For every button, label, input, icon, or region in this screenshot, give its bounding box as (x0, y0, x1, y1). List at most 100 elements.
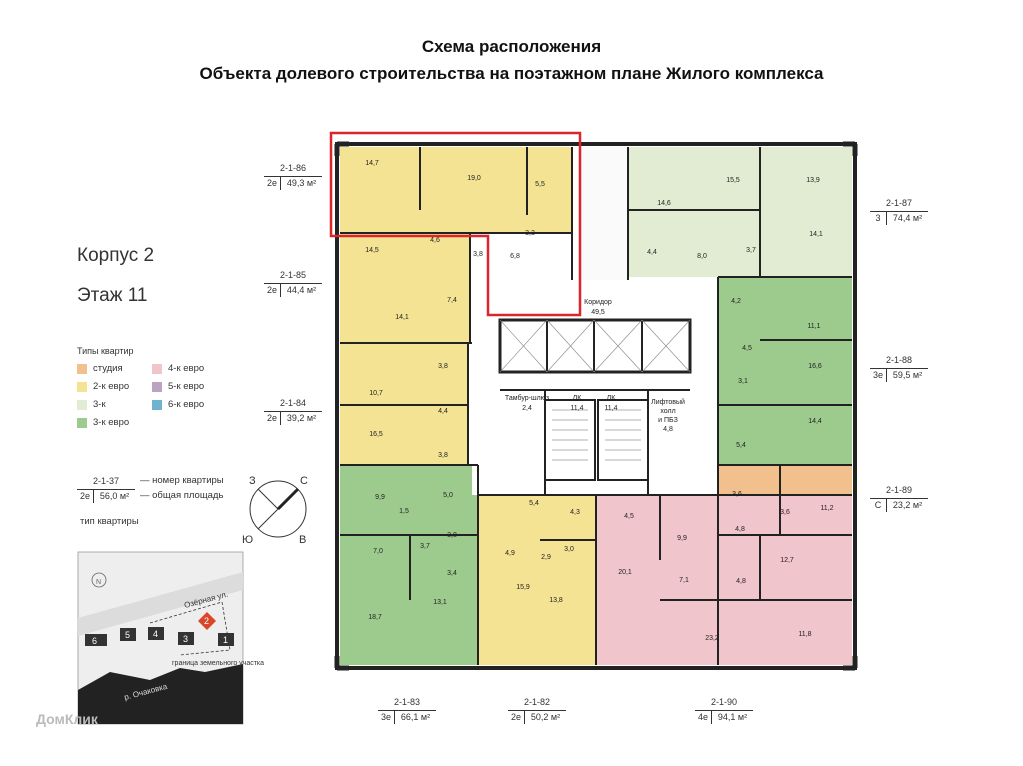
svg-text:холл: холл (660, 408, 675, 415)
svg-text:13,9: 13,9 (806, 177, 820, 184)
apartment-2-1-88 (718, 277, 852, 465)
legend-item-3k: 3-к (77, 399, 106, 410)
svg-text:5,4: 5,4 (736, 442, 746, 449)
svg-text:23,2: 23,2 (705, 635, 719, 642)
svg-text:3,1: 3,1 (738, 378, 748, 385)
apartment-2-1-82 (478, 495, 596, 665)
svg-text:49,5: 49,5 (591, 309, 605, 316)
title-line-2: Объекта долевого строительства на поэтаж… (199, 64, 824, 83)
apartment-2-1-86 (340, 147, 572, 233)
svg-text:18,7: 18,7 (368, 614, 382, 621)
svg-text:3,8: 3,8 (447, 532, 457, 539)
svg-text:3: 3 (183, 634, 188, 644)
svg-text:16,6: 16,6 (808, 363, 822, 370)
svg-text:4,4: 4,4 (438, 408, 448, 415)
svg-text:3,8: 3,8 (438, 363, 448, 370)
svg-text:14,7: 14,7 (365, 160, 379, 167)
svg-text:4,2: 4,2 (731, 298, 741, 305)
svg-text:7,0: 7,0 (373, 548, 383, 555)
svg-text:8,0: 8,0 (697, 253, 707, 260)
svg-text:14,4: 14,4 (808, 418, 822, 425)
building-label: Корпус 2 (77, 245, 155, 266)
compass: З С Ю В (242, 475, 308, 546)
svg-text:7,4: 7,4 (447, 297, 457, 304)
svg-text:9,9: 9,9 (677, 535, 687, 542)
svg-text:2,9: 2,9 (541, 554, 551, 561)
svg-text:1,5: 1,5 (399, 508, 409, 515)
svg-text:14,1: 14,1 (809, 231, 823, 238)
svg-text:Тамбур-шлюз: Тамбур-шлюз (505, 394, 549, 402)
svg-text:20,1: 20,1 (618, 569, 632, 576)
site-map: N Озёрная ул. граница земельного участка… (77, 551, 264, 725)
svg-text:2,4: 2,4 (522, 405, 532, 412)
svg-text:5,0: 5,0 (443, 492, 453, 499)
svg-text:4,6: 4,6 (430, 237, 440, 244)
legend-item-4k: 4-к евро (152, 363, 204, 374)
legend-item-3k-euro: 3-к евро (77, 417, 129, 428)
svg-text:11,4: 11,4 (604, 405, 617, 412)
svg-text:14,1: 14,1 (395, 314, 409, 321)
example-number-label: — номер квартиры (140, 475, 224, 486)
legend-item-2k: 2-к евро (77, 381, 129, 392)
floor-label: Этаж 11 (77, 285, 148, 306)
svg-text:3,8: 3,8 (438, 452, 448, 459)
svg-text:14,5: 14,5 (365, 247, 379, 254)
svg-text:11,4: 11,4 (570, 405, 583, 412)
compass-e: В (299, 534, 306, 546)
svg-text:9,9: 9,9 (375, 494, 385, 501)
svg-text:15,5: 15,5 (726, 177, 740, 184)
svg-text:2: 2 (204, 616, 209, 626)
compass-s: Ю (242, 534, 253, 546)
legend-item-studio: студия (77, 363, 123, 374)
svg-text:11,1: 11,1 (807, 323, 820, 330)
svg-text:3,4: 3,4 (447, 570, 457, 577)
compass-w: З (249, 475, 256, 487)
selected-apartment-outline (329, 131, 582, 317)
svg-text:11,2: 11,2 (820, 505, 833, 512)
svg-text:19,0: 19,0 (467, 175, 481, 182)
example-area-label: — общая площадь (140, 490, 224, 501)
svg-text:4,8: 4,8 (736, 578, 746, 585)
svg-text:11,8: 11,8 (798, 631, 811, 638)
svg-text:16,5: 16,5 (369, 431, 383, 438)
svg-text:ЛК: ЛК (607, 395, 617, 402)
svg-text:13,8: 13,8 (549, 597, 563, 604)
svg-text:3,6: 3,6 (780, 509, 790, 516)
svg-text:и ПБЗ: и ПБЗ (658, 417, 678, 424)
svg-text:3,3: 3,3 (525, 230, 535, 237)
svg-text:3,7: 3,7 (746, 247, 756, 254)
svg-text:3,0: 3,0 (564, 546, 574, 553)
svg-text:5: 5 (125, 630, 130, 640)
svg-text:4,8: 4,8 (663, 426, 673, 433)
svg-text:13,1: 13,1 (433, 599, 447, 606)
legend-title: Типы квартир (77, 346, 134, 356)
svg-text:7,1: 7,1 (679, 577, 689, 584)
svg-text:4: 4 (153, 629, 158, 639)
title-line-1: Схема расположения (421, 37, 602, 56)
apartment-2-1-85 (340, 233, 470, 343)
svg-text:14,6: 14,6 (657, 200, 671, 207)
svg-text:1: 1 (223, 635, 228, 645)
svg-text:5,4: 5,4 (529, 500, 539, 507)
svg-text:4,4: 4,4 (647, 249, 657, 256)
svg-text:Коридор: Коридор (584, 299, 612, 306)
svg-text:3,8: 3,8 (473, 251, 483, 258)
legend-item-6k: 6-к евро (152, 399, 204, 410)
svg-text:10,7: 10,7 (369, 390, 383, 397)
svg-text:6,8: 6,8 (510, 253, 520, 260)
svg-text:15,9: 15,9 (516, 584, 530, 591)
svg-text:6: 6 (92, 636, 97, 646)
boundary-label: граница земельного участка (172, 660, 264, 667)
svg-text:4,5: 4,5 (624, 513, 634, 520)
apartment-2-1-87 (628, 147, 852, 277)
